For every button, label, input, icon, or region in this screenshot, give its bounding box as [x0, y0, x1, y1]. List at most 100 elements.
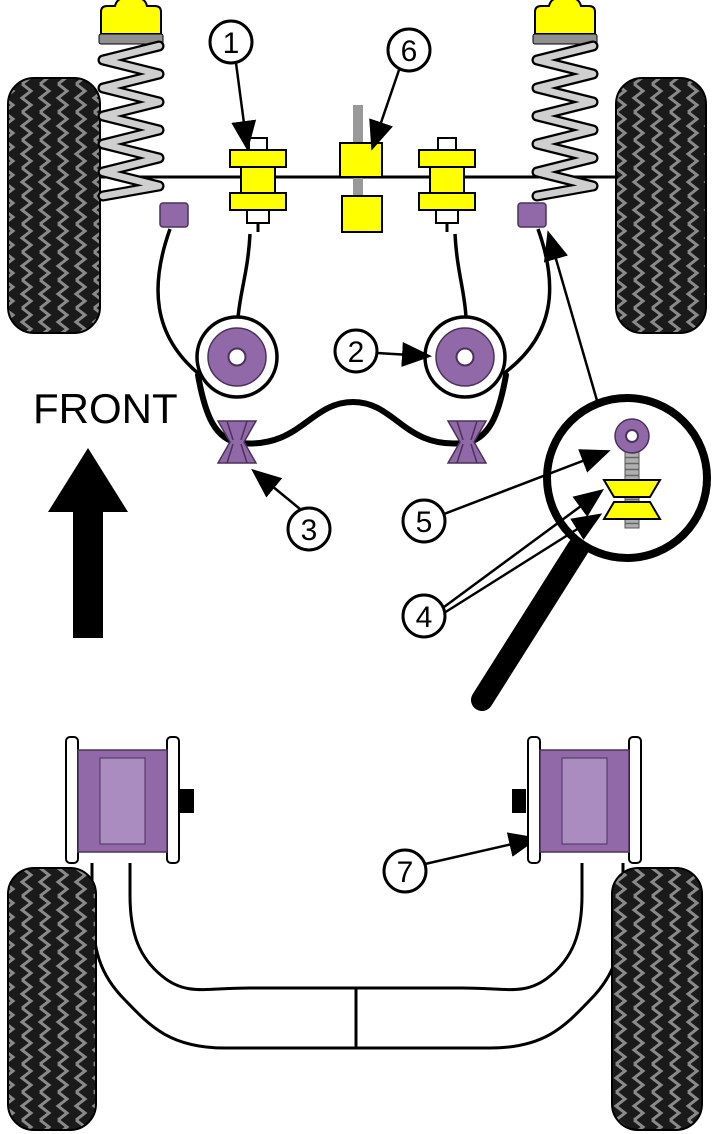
callout-7-circle — [382, 848, 428, 894]
bushing-top-flange — [229, 149, 287, 168]
arm-rear-bushing-left — [195, 315, 279, 399]
detail-bushing-upper — [602, 479, 662, 498]
control-arm-right-outer — [501, 228, 552, 376]
callout-7-leader — [424, 832, 539, 866]
front-direction: FRONT — [33, 385, 178, 638]
callout-4-circle — [401, 593, 447, 639]
axle-beam-inner — [128, 863, 584, 992]
arb-bushing-left-rib — [240, 443, 248, 464]
control-arm-left — [156, 228, 252, 376]
rear-arm-bushing-left-bore — [227, 347, 247, 367]
arb-bushing-right-body — [446, 420, 488, 464]
arb-bushing-right — [446, 420, 488, 464]
arb-bushing-right-rib — [470, 420, 478, 441]
callout-4-leader-upper — [443, 489, 605, 609]
callout-4-label: 4 — [416, 601, 433, 634]
arb-bushing-left-body — [216, 420, 258, 464]
subframe-bushing-left — [159, 202, 189, 228]
arb-bushing-right-rib — [456, 443, 464, 464]
coil-spring-right — [533, 42, 597, 200]
tire-front-left — [7, 77, 101, 334]
arb-bushing-left-rib — [226, 420, 234, 441]
callout-2-circle — [333, 328, 379, 374]
rear-beam-bushing-right-core — [561, 757, 608, 845]
rear-mount-left — [65, 736, 194, 864]
magnifier-target-arrow — [543, 230, 600, 405]
mount-plate-left-outer — [65, 736, 79, 864]
callout-2-label: 2 — [348, 336, 365, 369]
spring-top-mount-left — [100, 0, 162, 35]
arm-front-bushing-right — [418, 137, 476, 232]
callout-1: 1 — [208, 19, 257, 151]
magnifier — [471, 230, 711, 711]
control-arm-right-inner — [453, 233, 468, 319]
callout-3-leader — [251, 468, 301, 510]
front-suspension-view — [7, 0, 707, 464]
spring-assembly-left — [97, 0, 165, 202]
tire-rear-left — [7, 867, 97, 1131]
mount-bushing-upper — [339, 142, 383, 178]
callout-3-label: 3 — [301, 514, 318, 547]
bolt-nut — [435, 209, 459, 224]
front-arrow-icon — [48, 448, 128, 638]
mount-bolt-left — [180, 789, 194, 813]
bushing-waist — [429, 166, 465, 194]
spring-seat-right — [532, 33, 598, 45]
callout-7: 7 — [382, 832, 539, 894]
arm-front-bushing-left — [229, 137, 287, 232]
rear-mount-right — [512, 736, 642, 864]
callout-3-circle — [286, 506, 332, 552]
tire-front-right — [615, 77, 707, 334]
mount-plate-left-inner — [166, 736, 180, 864]
rear-arm-bushing-right-bore — [455, 347, 475, 367]
mount-bushing-lower — [341, 195, 383, 233]
callout-1-label: 1 — [223, 27, 240, 60]
callout-4-leader-lower — [443, 513, 603, 615]
arb-bushing-left — [216, 420, 258, 464]
arb-bushing-right-rib — [470, 443, 478, 464]
mount-bolt-right — [512, 789, 526, 813]
callout-2: 2 — [333, 328, 432, 374]
callout-1-leader — [231, 62, 257, 151]
callout-6-circle — [386, 27, 432, 73]
detail-washer-bore — [625, 429, 639, 443]
rear-axle-view — [7, 736, 703, 1131]
callout-7-label: 7 — [397, 856, 414, 889]
magnifier-handle — [471, 537, 589, 711]
bushing-waist — [240, 166, 276, 194]
bushing-bottom-flange — [229, 192, 287, 211]
bushing-bottom-flange — [418, 192, 476, 211]
callout-4: 4 — [401, 489, 605, 639]
spring-top-mount-right — [534, 0, 596, 35]
callout-5-label: 5 — [416, 506, 433, 539]
rear-beam-bushing-left-core — [99, 757, 146, 845]
arb-bushing-left-rib — [240, 420, 248, 441]
callout-1-circle — [208, 19, 254, 65]
magnified-bushing-detail — [602, 418, 662, 529]
front-label: FRONT — [33, 385, 178, 432]
callout-3: 3 — [251, 468, 332, 552]
callout-6: 6 — [369, 27, 432, 151]
arb-bushing-right-rib — [456, 420, 464, 441]
callout-2-leader — [376, 342, 432, 367]
callout-5-leader — [443, 449, 611, 516]
callout-5-circle — [401, 498, 447, 544]
spring-assembly-right — [531, 0, 599, 202]
arm-rear-bushing-right — [423, 315, 507, 399]
callouts: 1 6 2 3 5 4 7 — [208, 19, 611, 894]
mount-plate-right-outer — [628, 736, 642, 864]
tire-rear-right — [611, 867, 703, 1131]
callout-6-label: 6 — [401, 35, 418, 68]
bolt-nut — [246, 209, 270, 224]
steering-mount-assembly — [339, 105, 383, 233]
control-arm-left-outer — [156, 228, 201, 376]
detail-bushing-lower — [602, 501, 662, 520]
callout-6-leader — [369, 69, 401, 151]
bushing-top-flange — [418, 149, 476, 168]
arb-bushing-left-rib — [226, 443, 234, 464]
callout-5: 5 — [401, 449, 611, 544]
control-arm-left-inner — [236, 233, 252, 319]
anti-roll-bar — [195, 372, 509, 447]
